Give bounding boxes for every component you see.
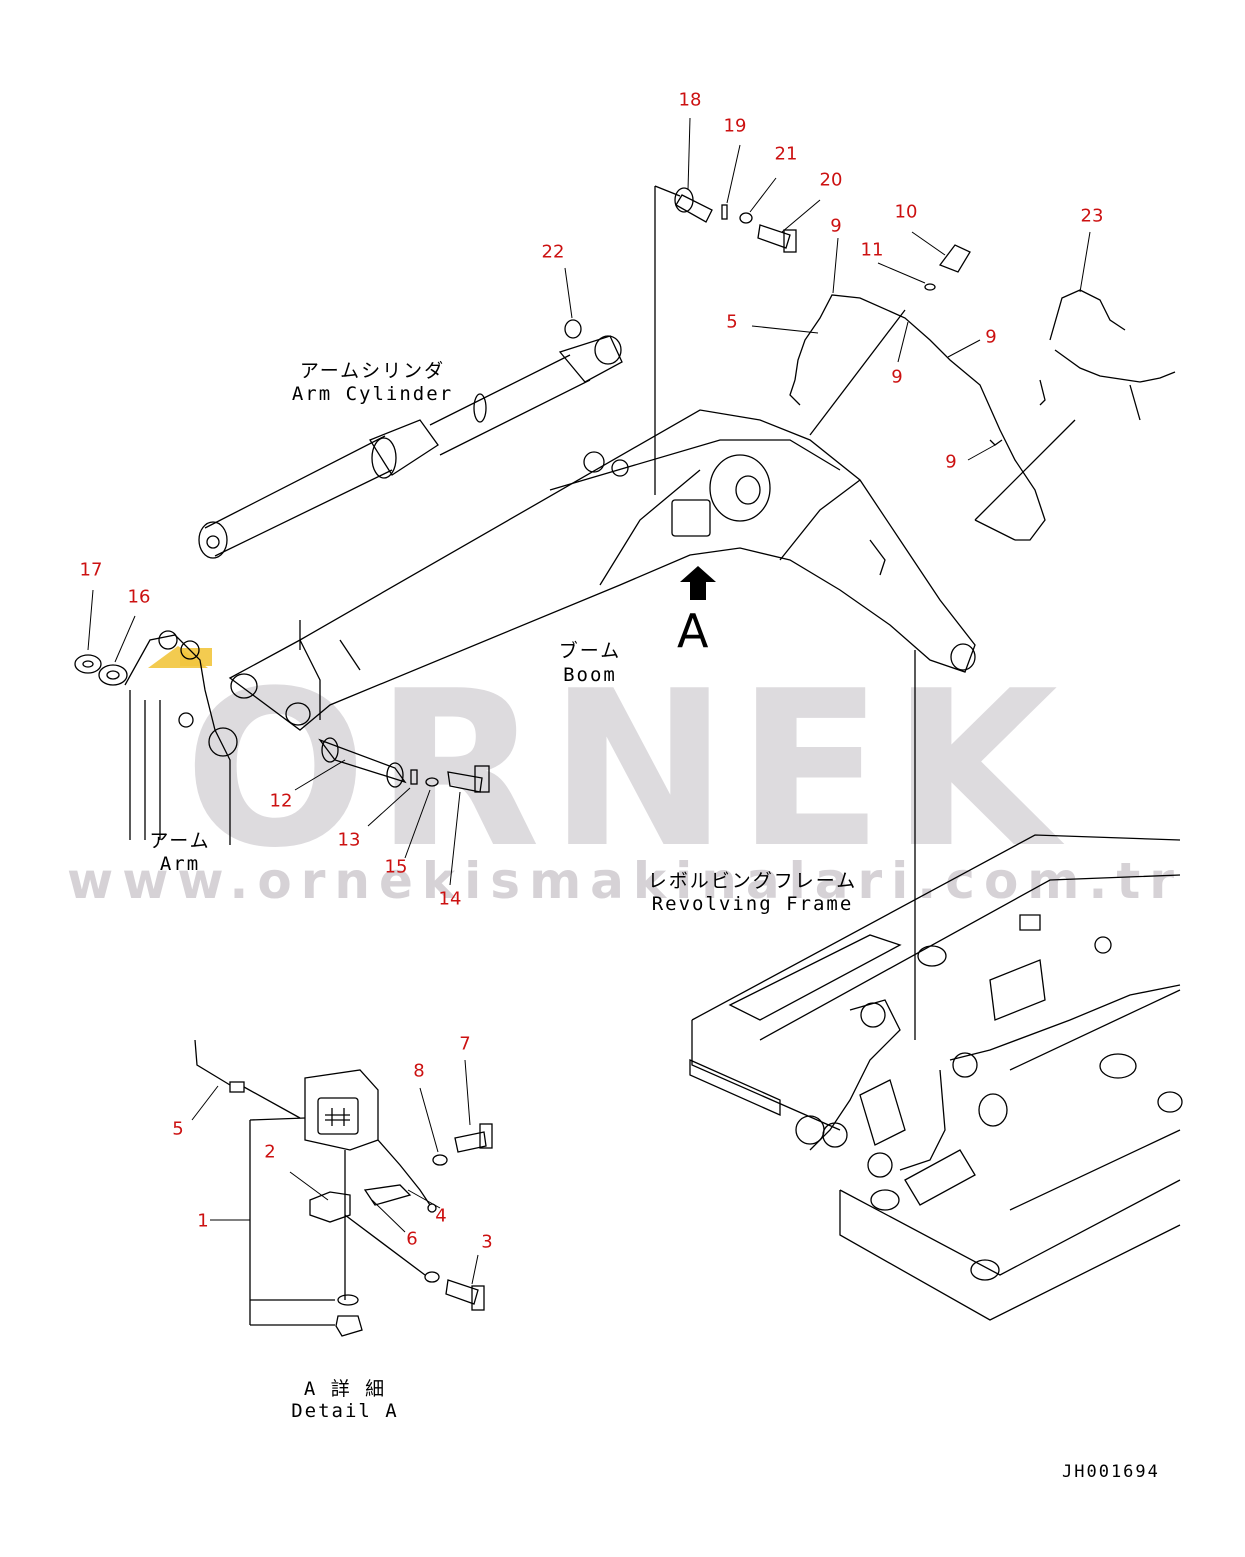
- part-callout: 18: [678, 89, 702, 111]
- boom-label-en: Boom: [563, 664, 617, 686]
- part-callout: 9: [985, 326, 997, 348]
- watermark-url: www.ornekismakinalari.com.tr: [67, 852, 1183, 910]
- arm-part: [124, 630, 238, 845]
- part-callout: 20: [819, 169, 843, 191]
- arm-label-en: Arm: [159, 853, 201, 875]
- part-callout: 8: [413, 1060, 425, 1082]
- arm-cylinder-label-en: Arm Cylinder: [291, 383, 454, 405]
- part-callout: 19: [723, 115, 747, 137]
- part-callout: 10: [894, 201, 918, 223]
- revolving-frame-label-jp: レボルビングフレーム: [647, 870, 858, 892]
- part-callout: 16: [127, 586, 151, 608]
- part-callout: 5: [172, 1118, 184, 1140]
- part-callout: 21: [774, 143, 798, 165]
- revolving-frame-label-en: Revolving Frame: [651, 893, 854, 915]
- revolving-frame-part: [689, 834, 1183, 1321]
- part-callout: 9: [830, 215, 842, 237]
- detail-a-part: [194, 1039, 493, 1337]
- part-callout: 9: [891, 366, 903, 388]
- arm-cylinder-part: [198, 335, 623, 559]
- part-callout: 1: [197, 1210, 209, 1232]
- part-callout: 22: [541, 241, 565, 263]
- arm-label-jp: アーム: [149, 830, 211, 852]
- leader-lines: [87, 117, 1091, 1285]
- part-callout: 5: [726, 311, 738, 333]
- part-callout: 12: [269, 790, 293, 812]
- part-callout: 23: [1080, 205, 1104, 227]
- part-callout: 13: [337, 829, 361, 851]
- part-callout: 9: [945, 451, 957, 473]
- view-marker-label: A: [677, 604, 709, 658]
- part-callout: 15: [384, 856, 408, 878]
- part-callout: 2: [264, 1141, 276, 1163]
- boom-label-jp: ブーム: [558, 640, 622, 662]
- view-arrow-icon: [680, 566, 716, 600]
- detail-a-label-en: Detail A: [291, 1400, 399, 1422]
- part-callout: 14: [438, 888, 462, 910]
- boom-part: [228, 409, 976, 731]
- arm-cylinder-label-jp: アームシリンダ: [299, 360, 446, 382]
- washer-shape: [74, 654, 102, 674]
- part-callout: 11: [860, 239, 884, 261]
- detail-a-label-jp: A 詳 細: [303, 1378, 387, 1400]
- document-id: JH001694: [1062, 1462, 1160, 1482]
- part-callout: 3: [481, 1231, 493, 1253]
- part-callout: 4: [435, 1205, 447, 1227]
- part-callout: 6: [406, 1228, 418, 1250]
- part-callout: 17: [79, 559, 103, 581]
- part-callout: 7: [459, 1033, 471, 1055]
